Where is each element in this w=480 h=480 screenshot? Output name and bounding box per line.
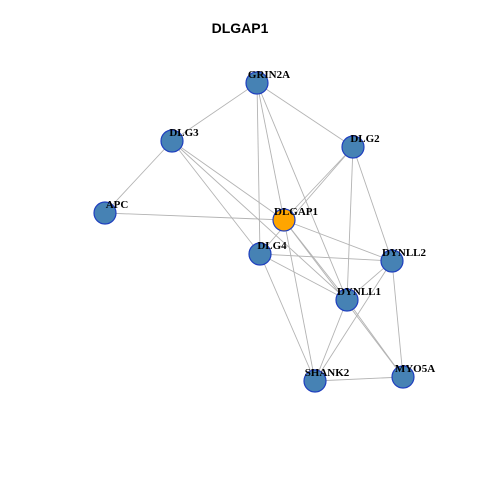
edge-grin2a-dlg4 [256,82,261,255]
node-circle-dlg4 [248,242,272,266]
edge-dlg3-dlg4 [171,140,261,255]
node-circle-apc [93,201,117,225]
edge-dlg4-dynll2 [259,253,393,262]
node-dynll1: DYNLL1 [335,286,381,312]
edge-shank2-myo5a [314,376,404,382]
edge-dynll2-shank2 [314,260,393,382]
node-dlgap1: DLGAP1 [272,206,318,232]
edge-dlg4-dynll1 [259,253,348,301]
edge-apc-dlgap1 [104,212,285,221]
node-label-shank2: SHANK2 [305,367,350,379]
node-label-dynll1: DYNLL1 [337,286,381,298]
node-circle-dlg3 [160,129,184,153]
edge-dlg3-apc [104,140,173,214]
node-myo5a: MYO5A [391,363,435,389]
node-circle-dlg2 [341,135,365,159]
node-label-dlg2: DLG2 [350,133,380,145]
node-grin2a: GRIN2A [245,69,290,95]
edge-dlg2-dlgap1 [283,146,354,221]
node-dlg4: DLG4 [248,240,287,266]
node-label-apc: APC [106,199,129,211]
edge-dynll2-myo5a [391,260,404,378]
edge-dlg3-dynll1 [171,140,348,301]
node-apc: APC [93,199,129,225]
node-circle-shank2 [303,369,327,393]
node-label-grin2a: GRIN2A [248,69,290,81]
node-circle-dynll1 [335,288,359,312]
edge-dlgap1-shank2 [283,219,316,382]
edge-grin2a-dlgap1 [256,82,285,221]
node-label-dlgap1: DLGAP1 [274,206,318,218]
edge-dynll1-myo5a [346,299,404,378]
node-label-dlg4: DLG4 [257,240,287,252]
edge-dlg2-dynll1 [346,146,354,301]
edge-grin2a-dlg3 [171,82,258,142]
edge-dlg2-dynll2 [352,146,393,262]
node-dynll2: DYNLL2 [380,247,427,273]
edge-grin2a-dynll1 [256,82,348,301]
edge-dlg2-dlg4 [259,146,354,255]
node-dlg2: DLG2 [341,133,380,159]
node-shank2: SHANK2 [303,367,350,393]
node-label-dlg3: DLG3 [169,127,199,139]
edge-dlg4-shank2 [259,253,316,382]
graph-title: DLGAP1 [211,20,269,36]
node-circle-myo5a [391,365,415,389]
node-circle-dynll2 [380,249,404,273]
node-label-myo5a: MYO5A [395,363,435,375]
node-label-dynll2: DYNLL2 [382,247,427,259]
edge-dlgap1-dynll2 [283,219,393,262]
edge-dynll1-shank2 [314,299,348,382]
edge-layer [104,82,404,382]
node-dlg3: DLG3 [160,127,199,153]
edge-dlg3-dlgap1 [171,140,285,221]
node-circle-grin2a [245,71,269,95]
node-circle-dlgap1 [272,208,296,232]
edge-grin2a-dlg2 [256,82,354,148]
